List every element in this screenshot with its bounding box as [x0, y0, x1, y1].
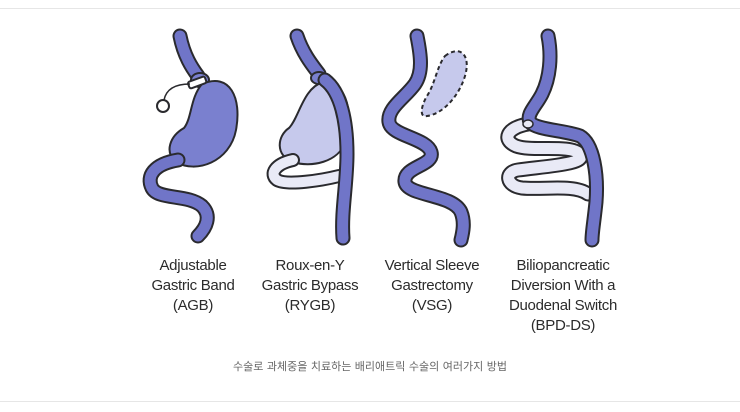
bpd-ds-label-line-4: (BPD-DS) [530, 317, 596, 334]
vsg-illustration [381, 28, 471, 248]
rygb-duodenum [268, 155, 344, 188]
diagram-frame [0, 8, 740, 402]
vsg-removed-stomach [420, 50, 468, 118]
agb-label-line-1: Adjustable [159, 257, 227, 274]
agb-band [187, 75, 208, 90]
procedure-bpd-ds: Biliopancreatic Diversion With a Duodena… [488, 26, 638, 336]
bpd-ds-illustration [500, 28, 604, 248]
bpd-ds-label: Biliopancreatic Diversion With a Duodena… [488, 256, 638, 336]
bpd-ds-label-line-2: Diversion With a [510, 277, 616, 294]
bpd-ds-junction [522, 119, 534, 129]
caption: 수술로 과체중을 치료하는 배리애트릭 수술의 여러가지 방법 [233, 360, 507, 373]
vsg-sleeve [383, 30, 469, 246]
vsg-label-line-1: Vertical Sleeve [384, 257, 480, 274]
bpd-ds-label-line-1: Biliopancreatic [516, 257, 610, 274]
rygb-illustration [266, 28, 355, 246]
agb-intestine [144, 154, 213, 242]
procedure-rygb: Roux-en-Y Gastric Bypass (RYGB) [235, 26, 385, 336]
procedure-agb: Adjustable Gastric Band (AGB) [118, 26, 268, 336]
bpd-ds-bypassed [502, 118, 594, 200]
bpd-ds-label-line-3: Duodenal Switch [508, 297, 618, 314]
agb-illustration [142, 28, 239, 244]
agb-label: Adjustable Gastric Band (AGB) [118, 256, 268, 316]
agb-label-line-3: (AGB) [172, 297, 214, 314]
procedure-vsg: Vertical Sleeve Gastrectomy (VSG) [357, 26, 507, 336]
rygb-label-line-2: Gastric Bypass [261, 277, 359, 294]
bpd-ds-sleeve [523, 30, 602, 246]
vsg-label: Vertical Sleeve Gastrectomy (VSG) [357, 256, 507, 316]
vsg-label-line-2: Gastrectomy [391, 277, 473, 294]
agb-port [156, 99, 170, 113]
rygb-label: Roux-en-Y Gastric Bypass (RYGB) [235, 256, 385, 316]
rygb-esophagus [291, 30, 325, 80]
agb-tube [163, 83, 191, 101]
vsg-label-line-3: (VSG) [411, 297, 453, 314]
rygb-label-line-3: (RYGB) [284, 297, 336, 314]
rygb-label-line-1: Roux-en-Y [275, 257, 345, 274]
agb-label-line-2: Gastric Band [151, 277, 235, 294]
rygb-roux-limb [319, 74, 353, 244]
